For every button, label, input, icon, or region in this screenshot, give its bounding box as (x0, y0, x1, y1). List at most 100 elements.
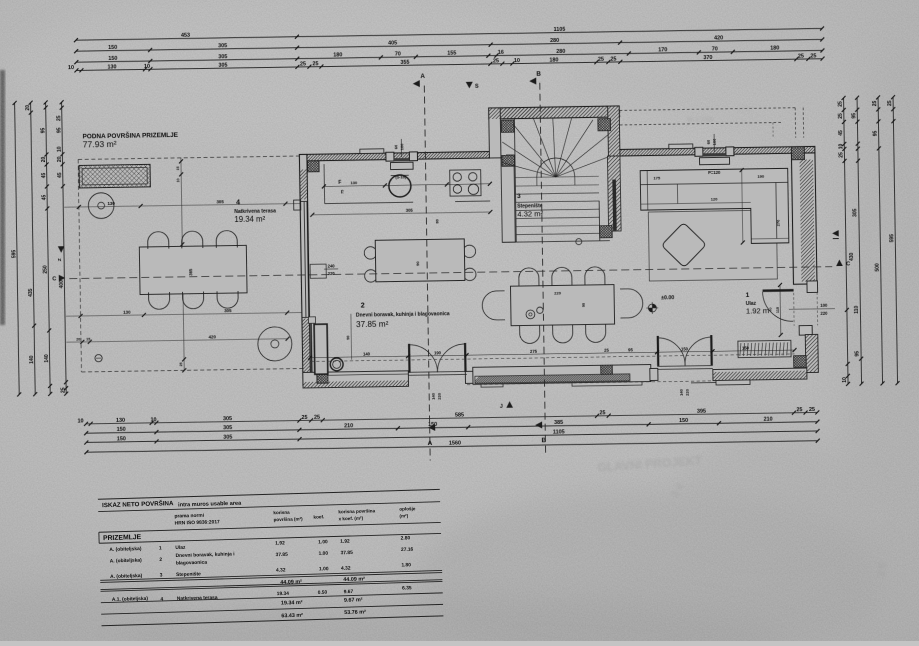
svg-text:150: 150 (117, 427, 126, 433)
svg-text:4.32: 4.32 (341, 566, 351, 572)
svg-text:170: 170 (658, 47, 667, 53)
svg-text:500: 500 (874, 263, 880, 272)
svg-text:Z: Z (57, 258, 62, 261)
svg-text:10: 10 (514, 58, 520, 64)
svg-text:1.00: 1.00 (319, 566, 329, 572)
svg-text:90: 90 (582, 303, 586, 307)
svg-text:25: 25 (300, 61, 306, 67)
svg-text:190: 190 (757, 174, 765, 179)
svg-text:x koef. (m²): x koef. (m²) (338, 516, 363, 522)
svg-text:10: 10 (77, 418, 83, 424)
svg-text:blagovaonica: blagovaonica (176, 560, 208, 567)
svg-text:Ulaz: Ulaz (175, 545, 186, 551)
svg-text:25: 25 (798, 53, 804, 59)
svg-text:77.93 m²: 77.93 m² (83, 139, 117, 150)
svg-text:305: 305 (224, 308, 232, 313)
svg-text:130: 130 (107, 64, 116, 70)
svg-text:280: 280 (556, 49, 565, 55)
svg-text:15: 15 (176, 166, 180, 170)
svg-text:130: 130 (116, 418, 125, 424)
svg-text:1105: 1105 (553, 429, 565, 435)
svg-text:10: 10 (150, 417, 156, 423)
svg-text:A. (obiteljska): A. (obiteljska) (110, 558, 143, 565)
svg-text:1.92 m²: 1.92 m² (746, 306, 772, 315)
svg-text:10: 10 (144, 64, 150, 70)
svg-text:305: 305 (218, 62, 227, 68)
svg-text:270: 270 (775, 219, 780, 227)
svg-text:25: 25 (604, 347, 609, 352)
svg-text:25: 25 (838, 113, 844, 119)
svg-text:150: 150 (108, 45, 117, 51)
svg-text:1.92: 1.92 (275, 540, 285, 546)
svg-text:110: 110 (854, 305, 860, 313)
svg-text:4.32: 4.32 (276, 567, 286, 573)
svg-text:190: 190 (434, 350, 442, 355)
svg-text:25: 25 (60, 387, 66, 393)
svg-text:37.85: 37.85 (275, 552, 288, 558)
svg-text:210: 210 (764, 417, 773, 423)
svg-text:150: 150 (742, 345, 750, 350)
svg-text:595: 595 (889, 234, 895, 243)
svg-text:220: 220 (554, 290, 562, 295)
svg-text:A.1. (obiteljska): A.1. (obiteljska) (112, 596, 149, 603)
svg-text:365: 365 (188, 268, 193, 276)
svg-text:45: 45 (41, 194, 47, 200)
svg-text:453: 453 (181, 33, 190, 39)
svg-text:površina (m²): površina (m²) (273, 516, 303, 522)
svg-text:B: B (536, 71, 541, 78)
svg-text:20: 20 (76, 337, 80, 341)
svg-text:25: 25 (838, 152, 844, 158)
svg-text:10: 10 (176, 178, 180, 182)
svg-text:305: 305 (852, 208, 858, 217)
svg-text:1: 1 (159, 545, 162, 551)
svg-text:420: 420 (714, 35, 723, 41)
svg-text:1.92: 1.92 (340, 539, 350, 545)
svg-text:2: 2 (159, 557, 162, 563)
svg-text:PRIZEMLJE: PRIZEMLJE (103, 534, 142, 542)
svg-text:110: 110 (776, 307, 780, 313)
svg-text:19.34: 19.34 (277, 591, 290, 597)
svg-text:70: 70 (712, 47, 718, 53)
svg-text:20: 20 (41, 156, 47, 162)
svg-text:25: 25 (314, 415, 320, 421)
svg-text:130: 130 (107, 201, 115, 206)
svg-text:140: 140 (44, 354, 50, 363)
svg-text:M 1:100: M 1:100 (687, 117, 713, 124)
svg-text:90: 90 (346, 336, 350, 340)
svg-text:305: 305 (223, 416, 232, 422)
svg-text:150: 150 (108, 56, 117, 62)
svg-text:400: 400 (59, 280, 65, 289)
svg-text:1.00: 1.00 (318, 551, 328, 557)
svg-text:305: 305 (223, 425, 232, 431)
svg-text:100: 100 (820, 303, 828, 308)
svg-text:25: 25 (179, 362, 183, 366)
svg-text:3: 3 (160, 572, 163, 578)
svg-text:A: A (420, 73, 425, 80)
svg-text:305: 305 (218, 54, 227, 60)
svg-text:180: 180 (770, 46, 779, 52)
svg-text:25: 25 (312, 61, 318, 67)
svg-text:280: 280 (550, 38, 559, 44)
svg-text:20: 20 (25, 105, 31, 111)
svg-text:20: 20 (57, 156, 63, 162)
svg-text:210: 210 (344, 423, 353, 429)
svg-text:430: 430 (849, 252, 855, 261)
svg-text:0.50: 0.50 (318, 590, 328, 596)
svg-text:2 5: 2 5 (876, 562, 888, 577)
svg-text:oplošje: oplošje (399, 506, 416, 511)
svg-text:305: 305 (218, 43, 227, 49)
svg-text:305: 305 (216, 199, 224, 204)
svg-text:420: 420 (209, 334, 217, 339)
svg-text:Natkrivena terasa: Natkrivena terasa (177, 595, 218, 602)
svg-text:140: 140 (29, 355, 35, 364)
svg-text:9.67: 9.67 (344, 589, 354, 595)
svg-text:45: 45 (838, 130, 844, 136)
svg-text:J: J (500, 404, 503, 410)
svg-text:75: 75 (340, 190, 344, 194)
svg-text:9.67 m²: 9.67 m² (344, 597, 363, 604)
svg-text:100: 100 (712, 138, 717, 146)
svg-text:220: 220 (685, 388, 690, 396)
svg-text:S: S (475, 84, 479, 90)
svg-text:27.16: 27.16 (401, 547, 414, 553)
svg-text:A. (obiteljska): A. (obiteljska) (109, 546, 142, 553)
